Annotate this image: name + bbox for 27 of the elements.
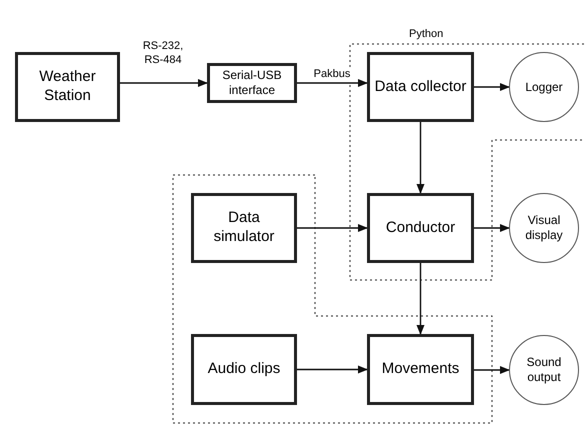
process-box bbox=[367, 52, 474, 122]
arrow bbox=[297, 79, 368, 87]
process-box bbox=[191, 334, 297, 405]
process-box bbox=[191, 193, 297, 263]
process-box bbox=[367, 193, 474, 263]
process-box bbox=[367, 334, 474, 405]
edge-label: Pakbus bbox=[312, 68, 352, 82]
node-label: Weather Station bbox=[38, 68, 97, 106]
arrow bbox=[416, 263, 424, 335]
node-label: Visual display bbox=[524, 213, 564, 243]
node-label: Logger bbox=[525, 80, 563, 94]
arrow bbox=[416, 122, 424, 194]
arrow bbox=[120, 79, 208, 87]
node-label: Conductor bbox=[386, 218, 456, 238]
arrow bbox=[297, 224, 368, 232]
arrow bbox=[297, 366, 368, 374]
node-label: Serial-USB interface bbox=[221, 68, 283, 98]
arrow bbox=[474, 366, 510, 374]
process-box bbox=[207, 63, 297, 103]
node-label: Movements bbox=[382, 360, 460, 379]
node-label: Data collector bbox=[374, 78, 466, 96]
process-box bbox=[15, 52, 120, 122]
node-label: Audio clips bbox=[208, 360, 280, 379]
node-label: Sound output bbox=[526, 355, 562, 385]
arrow bbox=[474, 224, 510, 232]
node-label: Data simulator bbox=[212, 209, 276, 247]
arrow bbox=[474, 83, 510, 91]
